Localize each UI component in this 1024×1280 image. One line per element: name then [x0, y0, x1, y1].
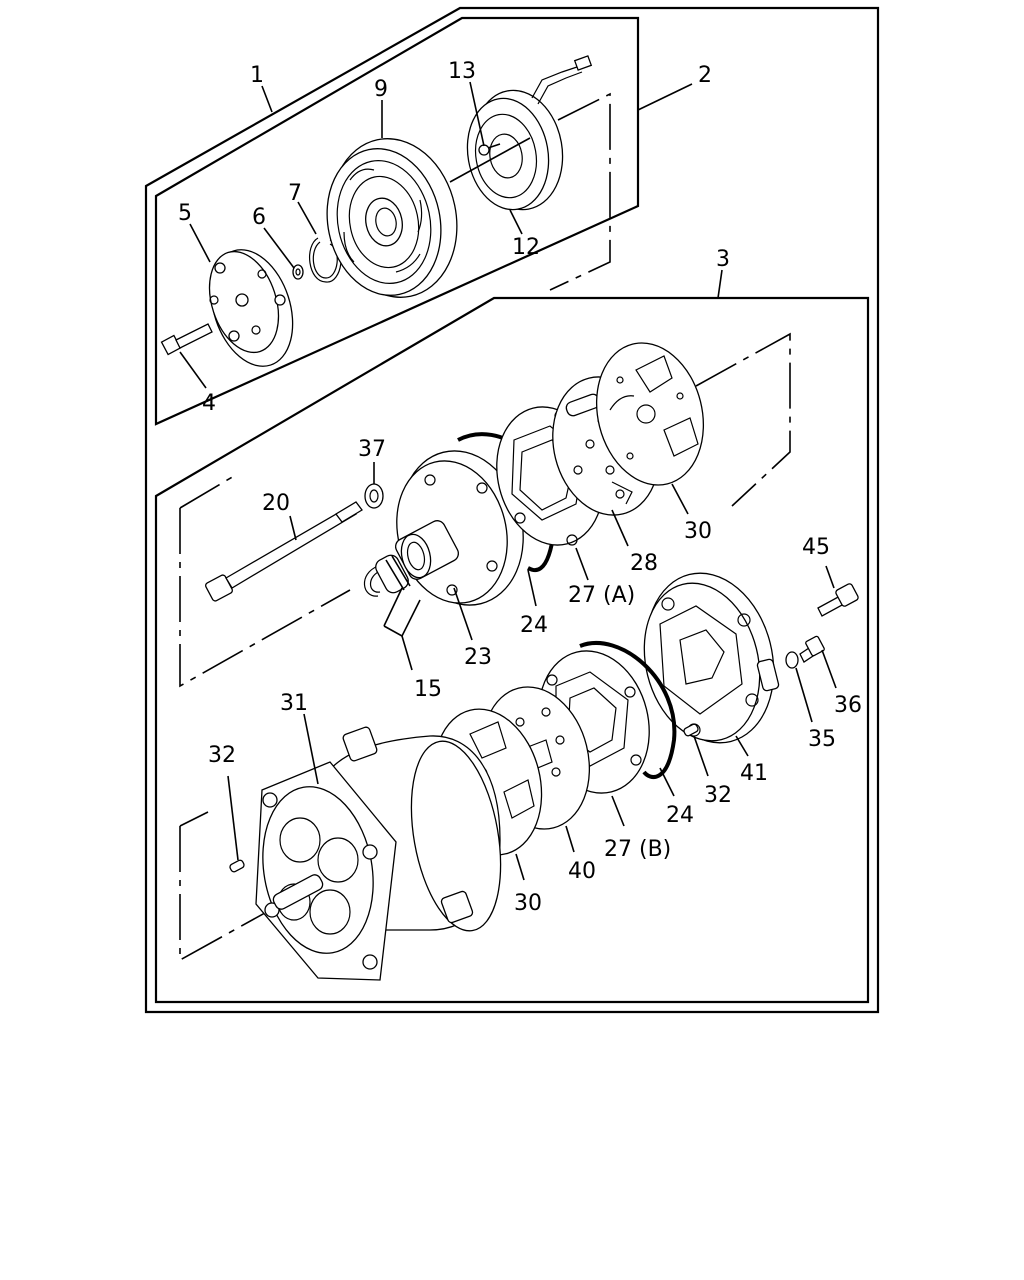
callout-7: 7 — [288, 181, 302, 206]
compressor-body — [255, 726, 502, 981]
front-head — [395, 450, 524, 606]
outer-frame — [144, 6, 880, 1014]
leader-lines — [179, 81, 837, 881]
dowel-pin-right — [683, 723, 699, 737]
subassembly-outline-2 — [179, 332, 791, 688]
rear-bolt-45 — [817, 583, 859, 617]
armature-plate — [208, 249, 294, 367]
callout-36: 36 — [834, 693, 862, 718]
rear-head — [643, 572, 780, 744]
clutch-pulley — [326, 138, 458, 298]
coil-screw — [478, 143, 501, 156]
o-ring-35 — [785, 651, 799, 669]
callout-4: 4 — [202, 391, 216, 416]
callout-23: 23 — [464, 645, 492, 670]
through-bolt — [205, 501, 363, 602]
callout-31: 31 — [280, 691, 308, 716]
callout-20: 20 — [262, 491, 290, 516]
callout-32-left: 32 — [208, 743, 236, 768]
callout-12: 12 — [512, 235, 540, 260]
shim-washer — [292, 264, 304, 280]
callout-6: 6 — [252, 205, 266, 230]
washer-37 — [364, 483, 384, 509]
callout-24-lower: 24 — [666, 803, 694, 828]
callout-1: 1 — [250, 63, 264, 88]
callout-24-upper: 24 — [520, 613, 548, 638]
callout-30-lower: 30 — [514, 891, 542, 916]
suction-reed-upper — [595, 342, 705, 486]
callout-13: 13 — [448, 59, 476, 84]
field-coil — [466, 55, 593, 211]
callout-28: 28 — [630, 551, 658, 576]
callout-45: 45 — [802, 535, 830, 560]
shaft-seal — [363, 554, 411, 597]
compressor-group-frame — [154, 296, 870, 1004]
callout-37: 37 — [358, 437, 386, 462]
dowel-pin-left — [229, 859, 245, 873]
o-ring-rear — [579, 641, 677, 780]
callout-41: 41 — [740, 761, 768, 786]
callout-40: 40 — [568, 859, 596, 884]
callout-5: 5 — [178, 201, 192, 226]
callout-2: 2 — [698, 63, 712, 88]
plug-36 — [799, 635, 825, 663]
callout-27a: 27 (A) — [568, 583, 635, 608]
clutch-bolt — [160, 323, 213, 356]
subassembly-outline-1 — [549, 92, 611, 291]
callout-32-right: 32 — [704, 783, 732, 808]
callout-15: 15 — [414, 677, 442, 702]
callout-30-upper: 30 — [684, 519, 712, 544]
clutch-group-frame — [154, 16, 640, 426]
callout-35: 35 — [808, 727, 836, 752]
callout-labels: 1 2 3 4 5 6 7 9 12 13 15 20 23 24 27 (A)… — [178, 59, 862, 916]
callout-3: 3 — [716, 247, 730, 272]
callout-27b: 27 (B) — [604, 837, 671, 862]
callout-9: 9 — [374, 77, 388, 102]
